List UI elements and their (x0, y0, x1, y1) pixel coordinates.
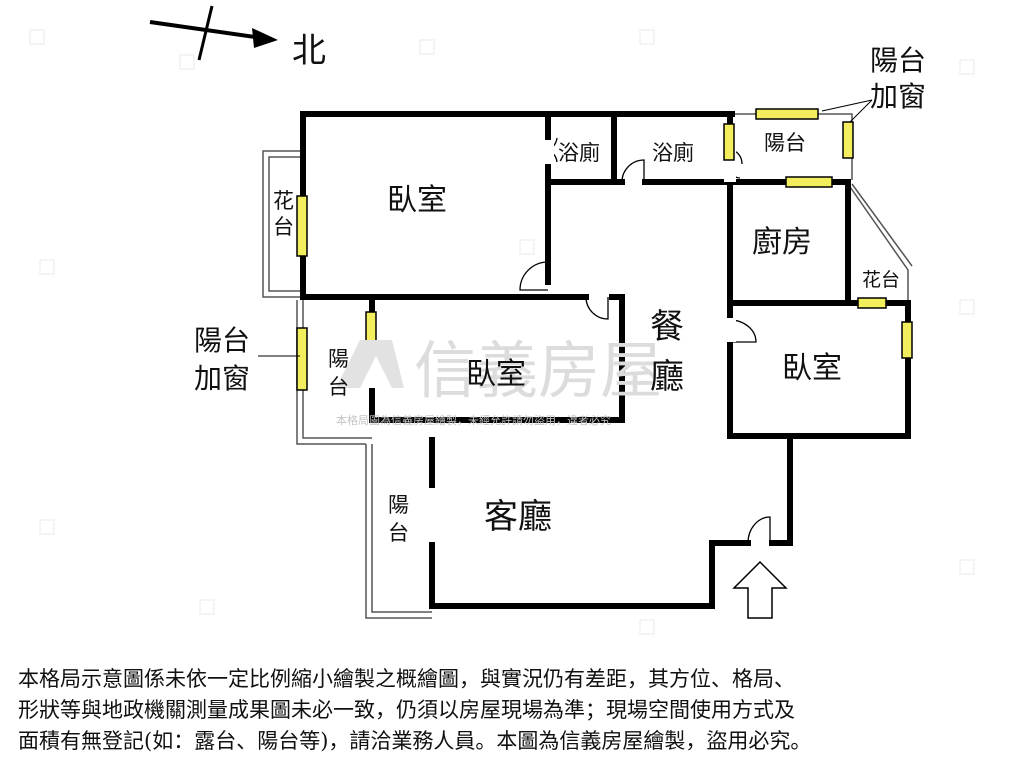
room-bath-1: 浴廁 (558, 141, 600, 165)
room-kitchen: 廚房 (752, 225, 812, 260)
room-dining-2: 廳 (650, 357, 684, 397)
room-planter-left-1: 花 (273, 189, 294, 213)
room-planter-right: 花台 (862, 269, 900, 291)
entrance-arrow-icon (732, 560, 788, 619)
disclaimer-line-2: 形狀等與地政機關測量成果圖未必一致，仍須以房屋現場為準；現場空間使用方式及 (18, 698, 795, 722)
windows (296, 108, 913, 391)
disclaimer-line-3: 面積有無登記(如：露台、陽台等)，請洽業務人員。本圖為信義房屋繪製，盜用必究。 (18, 729, 812, 753)
disclaimer-text: 本格局示意圖係未依一定比例縮小繪製之概繪圖，與實況仍有差距，其方位、格局、 形狀… (18, 664, 1008, 757)
floor-plan: 北 (29, 5, 975, 635)
room-balcony-low-2: 台 (388, 521, 409, 545)
callout-top-right-2: 加窗 (870, 80, 926, 113)
callout-left-2: 加窗 (194, 362, 250, 395)
room-living: 客廳 (484, 497, 552, 537)
room-bedroom-mid: 臥室 (466, 357, 526, 392)
room-balcony-left-1: 陽 (328, 347, 349, 371)
north-label: 北 (292, 31, 326, 71)
room-bedroom-right: 臥室 (782, 351, 842, 386)
brand-logo-icon (336, 340, 404, 388)
window-callouts: 陽台 加窗 陽台 加窗 (194, 44, 926, 395)
brand-watermark: 信義房屋 本格局圖為信義房屋繪製，未經允許請勿盜用，違者必究 (336, 334, 662, 427)
walls (300, 111, 911, 609)
room-bath-2: 浴廁 (652, 141, 694, 165)
callout-top-right-1: 陽台 (870, 44, 926, 77)
room-planter-left-2: 台 (273, 215, 294, 239)
room-balcony-left-2: 台 (328, 375, 349, 399)
background-watermark-pattern (29, 29, 975, 635)
watermark-notice: 本格局圖為信義房屋繪製，未經允許請勿盜用，違者必究 (336, 413, 611, 427)
room-balcony-low-1: 陽 (388, 493, 409, 517)
room-dining-1: 餐 (650, 307, 684, 347)
room-labels: 臥室 浴廁 浴廁 陽台 廚房 花台 餐 廳 臥室 臥室 花 台 陽 台 陽 台 … (273, 131, 900, 545)
callout-leaders (258, 99, 873, 357)
callout-left-1: 陽台 (194, 324, 250, 357)
room-balcony-top: 陽台 (764, 131, 806, 155)
room-bedroom-top: 臥室 (387, 183, 447, 218)
north-compass: 北 (149, 5, 326, 71)
watermark-brand: 信義房屋 (414, 334, 662, 407)
disclaimer-line-1: 本格局示意圖係未依一定比例縮小繪製之概繪圖，與實況仍有差距，其方位、格局、 (18, 667, 795, 691)
